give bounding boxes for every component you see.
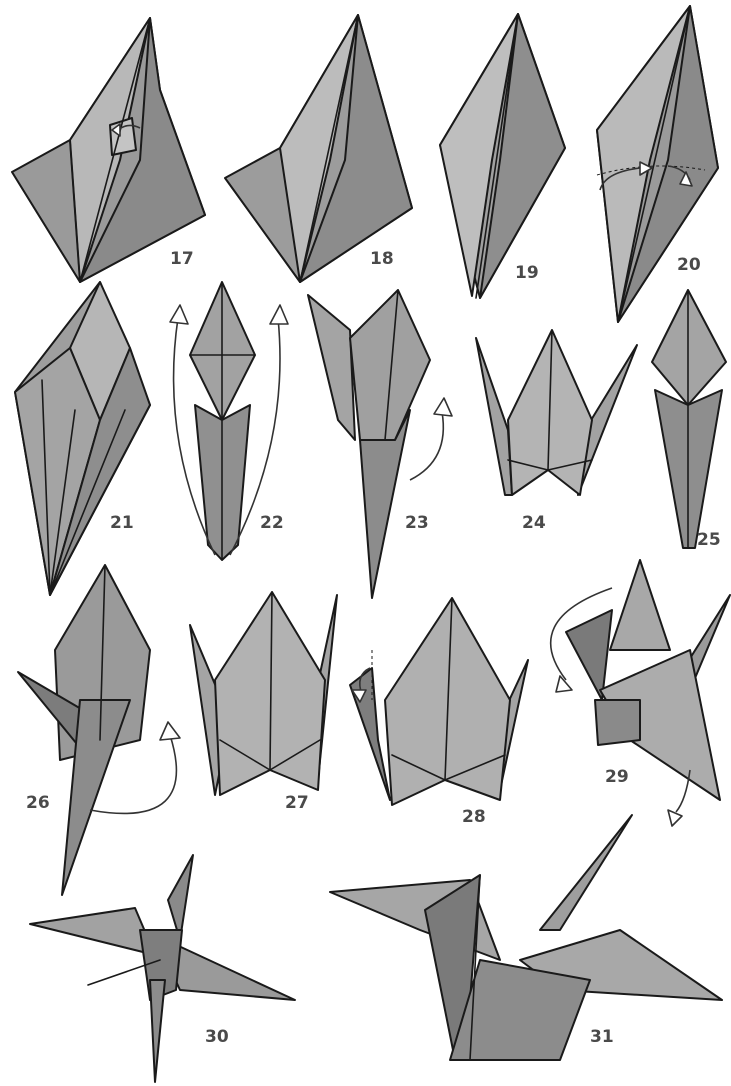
step-18-figure xyxy=(225,15,412,282)
step-18-label: 18 xyxy=(370,249,394,269)
step-30-figure xyxy=(30,855,295,1082)
step-25-figure xyxy=(652,290,726,548)
step-20-label: 20 xyxy=(677,255,701,275)
step-25-label: 25 xyxy=(697,530,721,550)
step-30-label: 30 xyxy=(205,1027,229,1047)
step-28-label: 28 xyxy=(462,807,486,827)
step-28-figure xyxy=(350,598,528,805)
step-17-figure xyxy=(12,18,205,282)
step-31-figure xyxy=(330,815,722,1060)
step-29-figure xyxy=(551,560,730,826)
step-31-label: 31 xyxy=(590,1027,614,1047)
step-27-label: 27 xyxy=(285,793,309,813)
step-29-label: 29 xyxy=(605,767,629,787)
step-19-figure xyxy=(440,14,565,298)
step-26-figure xyxy=(18,565,180,895)
step-24-label: 24 xyxy=(522,513,546,533)
step-22-label: 22 xyxy=(260,513,284,533)
step-21-figure xyxy=(15,282,150,595)
step-19-label: 19 xyxy=(515,263,539,283)
step-17-label: 17 xyxy=(170,249,194,269)
step-21-label: 21 xyxy=(110,513,134,533)
step-26-label: 26 xyxy=(26,793,50,813)
step-24-figure xyxy=(476,330,637,495)
step-23-label: 23 xyxy=(405,513,429,533)
step-27-figure xyxy=(190,592,337,795)
step-23-figure xyxy=(308,290,452,598)
